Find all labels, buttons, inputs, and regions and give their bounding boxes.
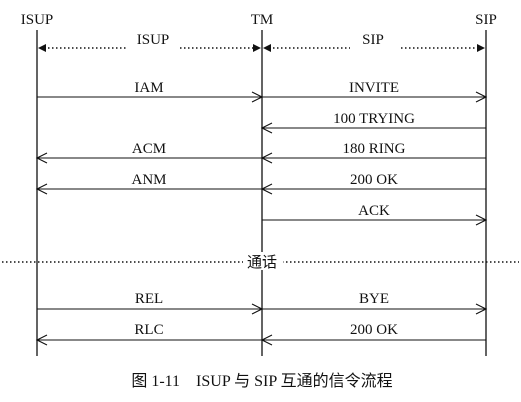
message-iam: IAM	[37, 80, 264, 103]
domain-span-sip: SIP	[263, 32, 485, 52]
participant-sip: SIP	[475, 12, 497, 28]
message-label: ANM	[131, 172, 166, 188]
message-180-ring: 180 RING	[260, 141, 486, 164]
message-100-trying: 100 TRYING	[260, 111, 486, 134]
participant-isup: ISUP	[21, 12, 54, 28]
domain-span-isup: ISUP	[38, 32, 261, 52]
participant-tm: TM	[251, 12, 274, 28]
message-label: BYE	[359, 291, 389, 307]
message-label: IAM	[134, 80, 163, 96]
message-label: INVITE	[349, 80, 399, 96]
message-bye: BYE	[262, 291, 488, 315]
message-ack: ACK	[262, 203, 488, 226]
message-200-ok-final: 200 OK	[260, 322, 486, 346]
call-divider: 通话	[2, 252, 519, 271]
message-label: 180 RING	[343, 141, 406, 157]
message-invite: INVITE	[262, 80, 488, 103]
message-rlc: RLC	[35, 322, 262, 346]
message-200-ok: 200 OK	[260, 172, 486, 195]
message-label: REL	[135, 291, 163, 307]
message-acm: ACM	[35, 141, 262, 164]
figure-caption: 图 1-11 ISUP 与 SIP 互通的信令流程	[131, 372, 392, 390]
message-label: 100 TRYING	[333, 111, 415, 127]
message-label: RLC	[134, 322, 163, 338]
message-anm: ANM	[35, 172, 262, 195]
domain-label-isup: ISUP	[137, 32, 170, 48]
domain-label-sip: SIP	[362, 32, 384, 48]
message-label: 200 OK	[350, 322, 398, 338]
message-rel: REL	[37, 291, 264, 315]
message-label: ACK	[358, 203, 390, 219]
message-label: ACM	[132, 141, 166, 157]
message-label: 200 OK	[350, 172, 398, 188]
divider-label: 通话	[247, 254, 277, 271]
